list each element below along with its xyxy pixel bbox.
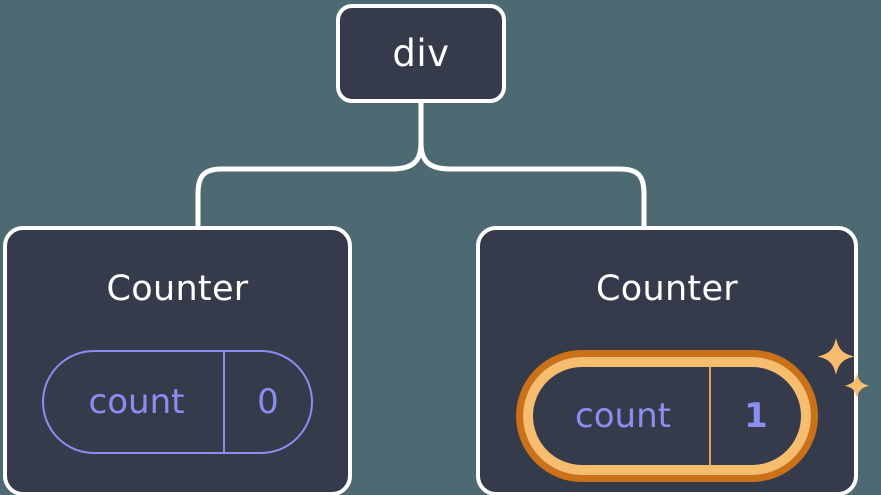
- state-key-label: count: [575, 396, 671, 436]
- node-div-label: div: [392, 32, 450, 75]
- sparkle-group: [817, 338, 870, 399]
- state-pill-highlight-ring: count 1: [516, 350, 818, 482]
- state-pill-count-right[interactable]: count 1: [523, 357, 811, 475]
- sparkle-icon: [817, 338, 855, 375]
- state-value-label: 0: [223, 352, 311, 452]
- counter-right-title: Counter: [596, 269, 738, 309]
- state-pill-count-left[interactable]: count 0: [42, 350, 313, 454]
- counter-right-state-wrap: count 1: [516, 338, 870, 482]
- state-value-label: 1: [709, 367, 801, 465]
- node-counter-left[interactable]: Counter count 0: [3, 226, 352, 495]
- sparkle-small-icon: [844, 373, 870, 399]
- node-div[interactable]: div: [336, 4, 506, 103]
- counter-left-title: Counter: [106, 269, 249, 309]
- node-counter-right[interactable]: Counter count 1: [476, 226, 870, 495]
- counter-left-state-wrap: count 0: [42, 350, 313, 454]
- state-key-label: count: [88, 382, 185, 422]
